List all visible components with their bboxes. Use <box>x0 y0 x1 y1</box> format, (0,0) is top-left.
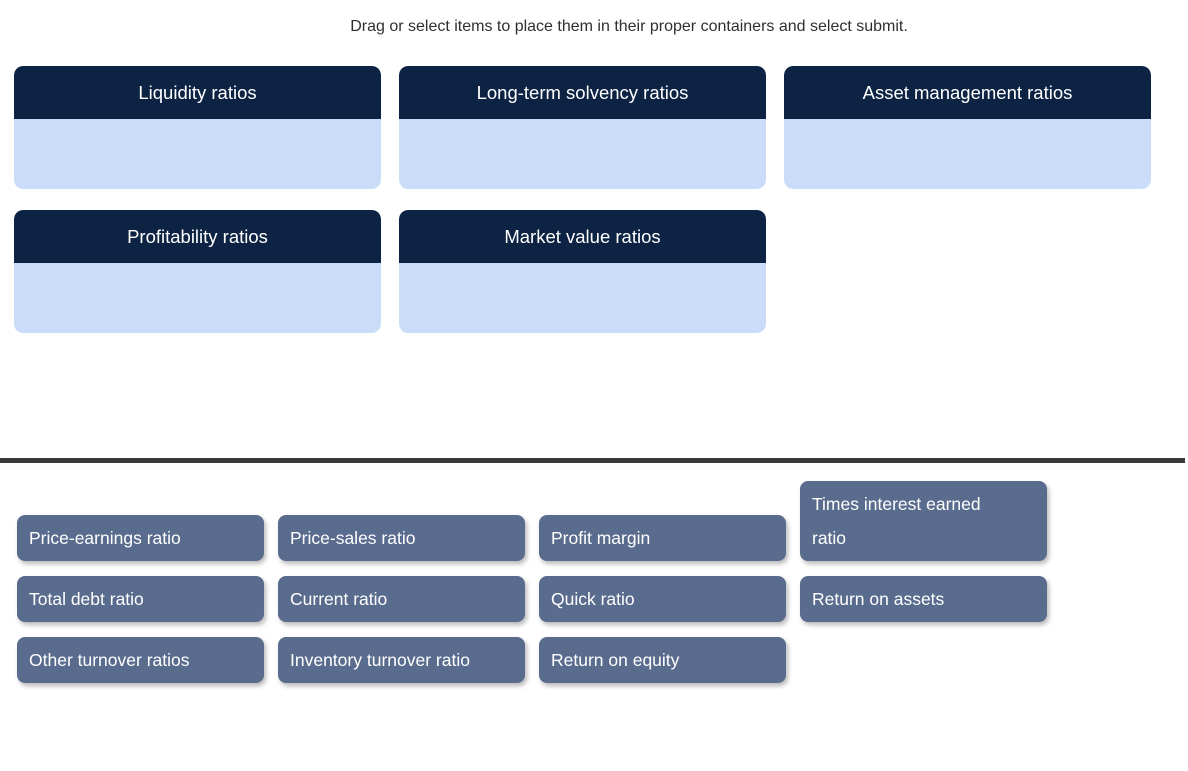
container-long-term-solvency-ratios[interactable]: Long-term solvency ratios <box>399 66 766 189</box>
container-dropzone[interactable] <box>14 263 381 333</box>
chip-label: Return on assets <box>812 589 945 609</box>
chip-current-ratio[interactable]: Current ratio <box>278 576 525 622</box>
container-title: Profitability ratios <box>14 210 381 263</box>
container-title: Asset management ratios <box>784 66 1151 119</box>
chip-price-earnings-ratio[interactable]: Price-earnings ratio <box>17 515 264 561</box>
chip-price-sales-ratio[interactable]: Price-sales ratio <box>278 515 525 561</box>
container-dropzone[interactable] <box>14 119 381 189</box>
chip-label: Current ratio <box>290 589 388 609</box>
chip-label: Times interest earned ratio <box>812 494 981 548</box>
container-dropzone[interactable] <box>399 119 766 189</box>
container-profitability-ratios[interactable]: Profitability ratios <box>14 210 381 333</box>
chip-label: Price-earnings ratio <box>29 528 181 548</box>
containers-area: Liquidity ratios Long-term solvency rati… <box>14 66 1188 333</box>
container-liquidity-ratios[interactable]: Liquidity ratios <box>14 66 381 189</box>
chip-label: Inventory turnover ratio <box>290 650 470 670</box>
container-dropzone[interactable] <box>784 119 1151 189</box>
container-asset-management-ratios[interactable]: Asset management ratios <box>784 66 1151 189</box>
chip-return-on-equity[interactable]: Return on equity <box>539 637 786 683</box>
drag-drop-activity: Drag or select items to place them in th… <box>0 18 1188 683</box>
chip-other-turnover-ratios[interactable]: Other turnover ratios <box>17 637 264 683</box>
chip-inventory-turnover-ratio[interactable]: Inventory turnover ratio <box>278 637 525 683</box>
container-market-value-ratios[interactable]: Market value ratios <box>399 210 766 333</box>
chip-label: Profit margin <box>551 528 651 548</box>
chip-times-interest-earned-ratio[interactable]: Times interest earned ratio <box>800 481 1047 561</box>
divider-line <box>0 458 1185 463</box>
chip-return-on-assets[interactable]: Return on assets <box>800 576 1047 622</box>
chip-label: Quick ratio <box>551 589 635 609</box>
chip-profit-margin[interactable]: Profit margin <box>539 515 786 561</box>
container-dropzone[interactable] <box>399 263 766 333</box>
chip-quick-ratio[interactable]: Quick ratio <box>539 576 786 622</box>
chip-label: Total debt ratio <box>29 589 144 609</box>
items-tray: Price-earnings ratio Price-sales ratio P… <box>17 481 1188 683</box>
chip-total-debt-ratio[interactable]: Total debt ratio <box>17 576 264 622</box>
chip-label: Other turnover ratios <box>29 650 190 670</box>
chip-label: Return on equity <box>551 650 680 670</box>
container-title: Liquidity ratios <box>14 66 381 119</box>
container-title: Long-term solvency ratios <box>399 66 766 119</box>
instruction-text: Drag or select items to place them in th… <box>350 18 908 35</box>
container-title: Market value ratios <box>399 210 766 263</box>
chip-label: Price-sales ratio <box>290 528 416 548</box>
